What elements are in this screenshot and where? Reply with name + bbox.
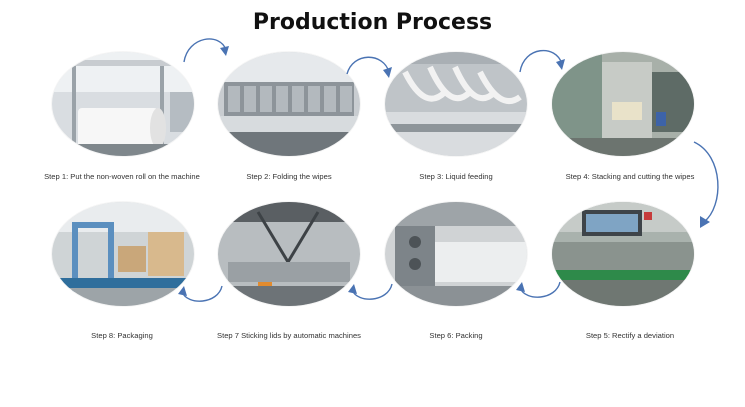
step-7-photo [218, 202, 360, 306]
page-title: Production Process [252, 10, 493, 35]
step-3-photo [385, 52, 527, 156]
step-1-photo [52, 52, 194, 156]
arrow-step2-to-step3 [346, 56, 392, 78]
arrow-step5-to-step6 [516, 281, 561, 298]
step-1-caption: Step 1: Put the non-woven roll on the ma… [44, 172, 200, 181]
step-8-caption: Step 8: Packaging [91, 331, 153, 340]
step-6-photo [385, 202, 527, 306]
step-2-photo [218, 52, 360, 156]
step-2-caption: Step 2: Folding the wipes [246, 172, 332, 181]
step-5-photo [552, 202, 694, 306]
deviation-rectifier-image [552, 202, 694, 306]
arrow-step7-to-step8 [178, 285, 223, 302]
step-8-photo [52, 202, 194, 306]
step-5-caption: Step 5: Rectify a deviation [585, 331, 675, 340]
packing-machine-image [385, 202, 527, 306]
arrow-step1-to-step2 [183, 38, 229, 63]
liquid-feeding-image [385, 52, 527, 156]
folding-machine-image [218, 52, 360, 156]
stacking-cutting-image [552, 52, 694, 156]
step-4-caption: Step 4: Stacking and cutting the wipes [565, 172, 695, 181]
step-4-photo [552, 52, 694, 156]
arrow-step6-to-step7 [348, 283, 393, 300]
arrow-step3-to-step4 [519, 49, 565, 73]
step-6-caption: Step 6: Packing [429, 331, 483, 340]
lid-sticking-machine-image [218, 202, 360, 306]
arrow-step4-to-step5 [693, 141, 719, 228]
step-7-caption: Step 7 Sticking lids by automatic machin… [217, 331, 361, 340]
step-3-caption: Step 3: Liquid feeding [419, 172, 493, 181]
packaging-image [52, 202, 194, 306]
nonwoven-roll-machine-image [52, 52, 194, 156]
